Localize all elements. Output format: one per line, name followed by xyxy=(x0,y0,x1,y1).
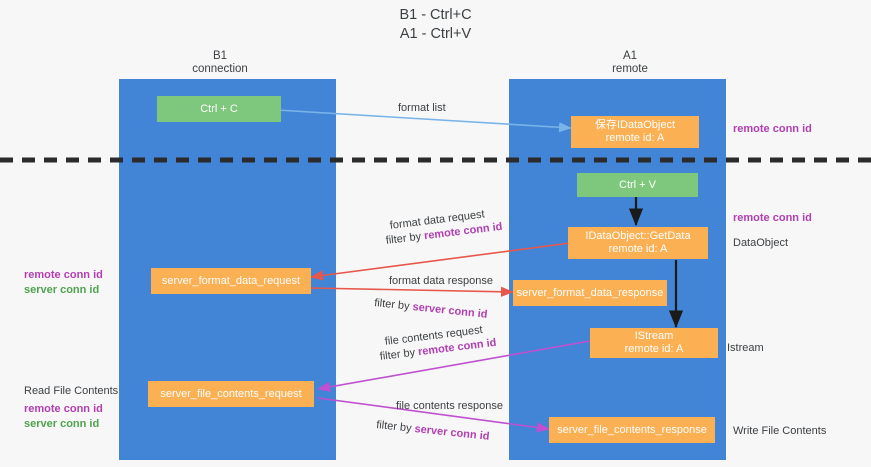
side-label-left-low-server-conn-id: server conn id xyxy=(24,418,100,430)
node-ctrl-c[interactable]: Ctrl + C xyxy=(157,96,281,122)
node-server-file-contents-response[interactable]: server_file_contents_response xyxy=(549,417,715,443)
node-ctrl-v[interactable]: Ctrl + V xyxy=(577,173,698,197)
side-label-left-mid-remote-conn-id: remote conn id xyxy=(24,269,103,281)
column-header-b1: B1 connection xyxy=(192,50,248,75)
node-save-idataobject[interactable]: 保存IDataObject remote id: A xyxy=(571,116,699,148)
diagram-title: B1 - Ctrl+C A1 - Ctrl+V xyxy=(399,7,472,42)
filter-key-server-conn-id: server conn id xyxy=(413,423,490,443)
side-label-left-mid-server-conn-id: server conn id xyxy=(24,284,100,296)
side-label-read-file-contents: Read File Contents xyxy=(24,385,119,397)
node-server-format-data-request[interactable]: server_format_data_request xyxy=(151,268,311,294)
side-label-write-file-contents: Write File Contents xyxy=(733,425,827,437)
side-label-istream: Istream xyxy=(727,342,764,354)
side-label-right-mid-remote-conn-id: remote conn id xyxy=(733,212,812,224)
filter-prefix: filter by xyxy=(373,296,414,313)
side-label-right-top-remote-conn-id: remote conn id xyxy=(733,123,812,135)
edge-label-format-list: format list xyxy=(398,102,446,114)
node-server-file-contents-request[interactable]: server_file_contents_request xyxy=(148,381,314,407)
node-istream[interactable]: IStream remote id: A xyxy=(590,328,718,358)
column-header-a1: A1 remote xyxy=(612,50,648,75)
filter-prefix: filter by xyxy=(379,346,419,363)
edge-label-format-data-response-filter: filter by server conn id xyxy=(373,296,488,323)
filter-prefix: filter by xyxy=(375,418,416,435)
edge-label-file-contents-response: file contents response xyxy=(396,400,504,412)
edge-label-file-contents-response-filter: filter by server conn id xyxy=(375,418,490,445)
filter-prefix: filter by xyxy=(385,230,425,247)
side-label-left-low-remote-conn-id: remote conn id xyxy=(24,403,103,415)
edge-label-format-data-response: format data response xyxy=(389,275,493,287)
side-label-dataobject: DataObject xyxy=(733,237,789,249)
filter-key-server-conn-id: server conn id xyxy=(411,301,488,321)
node-server-format-data-response[interactable]: server_format_data_response xyxy=(513,280,667,306)
node-idataobject-getdata[interactable]: IDataObject::GetData remote id: A xyxy=(568,227,708,259)
